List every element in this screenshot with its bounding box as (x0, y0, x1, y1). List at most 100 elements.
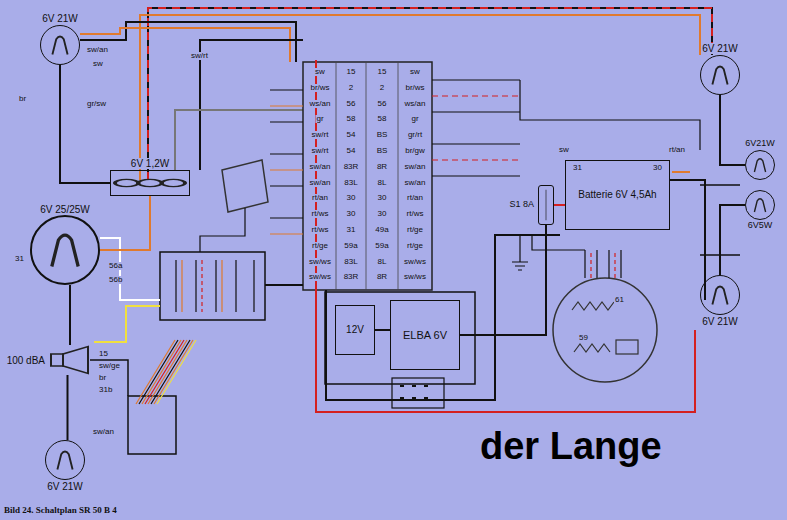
terminal-cell: sw/ws (403, 273, 427, 281)
wire-line (222, 160, 268, 212)
filament (712, 286, 727, 304)
terminal-cell: sw/ws (308, 258, 332, 266)
wire-line (270, 90, 303, 218)
wire-line (572, 302, 614, 310)
wire-label: sw/rt (190, 52, 209, 60)
symbol-strokes (52, 235, 78, 266)
wire-line (182, 260, 222, 312)
horn-body (51, 354, 63, 366)
horn-bell (63, 347, 88, 374)
component-box: 12V (335, 305, 375, 355)
terminal-cell: 8R (376, 163, 388, 171)
component-label: 6V 1,2W (130, 158, 170, 169)
symbol-drawing (32, 217, 98, 283)
wire-label: sw (92, 60, 104, 68)
terminal-cell: 8L (377, 258, 388, 266)
terminal-cell: 15 (346, 68, 357, 76)
filament (57, 451, 72, 469)
terminal-cell: 31 (346, 226, 357, 234)
wire-label: sw/an (92, 428, 115, 436)
filament (52, 235, 78, 266)
wire-line (670, 180, 705, 300)
wire-label: br (98, 374, 107, 382)
terminal-cell: rt/an (406, 194, 424, 202)
wire-line (90, 360, 128, 396)
wire-line (201, 260, 202, 312)
component-label: 6V 21W (701, 43, 739, 54)
wire-label: sw/ge (98, 362, 121, 370)
terminal-cell: 54 (346, 131, 357, 139)
lamp-symbol: 6V5W (745, 190, 775, 220)
symbol-drawing (111, 171, 189, 195)
horn-symbol: 100 dBA (50, 345, 90, 375)
lamp-symbol: 6V 21W (40, 25, 80, 65)
figure-caption: Bild 24. Schaltplan SR 50 B 4 (4, 505, 117, 515)
terminal-cell: gr/rt (407, 131, 423, 139)
terminal-cell: ws/an (404, 100, 427, 108)
wire-connector (60, 65, 110, 183)
wire-label: sw/an (86, 46, 109, 54)
terminal-cell: 2 (348, 84, 354, 92)
wire-line (672, 171, 690, 173)
wire-line (316, 60, 695, 412)
symbol-strokes (754, 159, 765, 172)
symbol-drawing (746, 151, 774, 179)
component-label: 6V 21W (46, 481, 84, 492)
component-label: 6V 21W (701, 316, 739, 327)
component-label: 6V21W (744, 139, 776, 149)
wire-line (591, 250, 615, 278)
wire-group (80, 8, 740, 454)
terminal-cell: 54 (346, 147, 357, 155)
wire-connector (720, 95, 745, 165)
terminal-cell: 30 (377, 210, 388, 218)
terminal-cell: br/ws (309, 84, 330, 92)
wire-label: sw (558, 146, 570, 154)
terminal-cell: sw/an (309, 163, 332, 171)
terminal-cell: ws/an (309, 100, 332, 108)
wire-connector (375, 329, 390, 331)
bulb-symbol (115, 179, 138, 186)
terminal-cell: 2 (379, 84, 385, 92)
lamp-symbol: 6V 21W (700, 275, 740, 315)
component-label: S1 8A (508, 200, 535, 210)
wire-line (200, 40, 303, 170)
terminal-cell: 30 (377, 194, 388, 202)
filament (52, 36, 67, 54)
filament (712, 66, 727, 84)
component-housing (392, 378, 444, 408)
wire-connector (554, 204, 565, 206)
component-label: ELBA 6V (402, 329, 448, 342)
wire-line (148, 8, 712, 180)
symbol-strokes (51, 347, 88, 374)
wire-label: 30 (652, 164, 663, 172)
fuse-symbol: S1 8A (538, 185, 554, 225)
wire-line (175, 110, 303, 170)
symbol-strokes (712, 66, 727, 84)
fuse-wire (546, 190, 547, 220)
component-housing (128, 396, 176, 454)
wire-line (200, 208, 245, 252)
terminal-cell: 58 (346, 115, 357, 123)
terminal-cell: rt/ws (406, 210, 425, 218)
wire-label: rt/an (668, 146, 686, 154)
component-housing (325, 292, 475, 384)
wire-line (80, 22, 296, 62)
terminal-cell: rt/an (311, 194, 329, 202)
terminal-cell: 30 (346, 194, 357, 202)
terminal-cell: 83R (343, 163, 360, 171)
terminal-cell: rt/ws (311, 210, 330, 218)
wire-label: br (18, 95, 27, 103)
terminal-cell: 59a (374, 242, 389, 250)
wire-connector (67, 375, 69, 440)
terminal-cell: 83L (343, 258, 358, 266)
bulb-symbol (138, 179, 161, 186)
wire-line (80, 28, 290, 62)
terminal-cell: rt/ws (311, 226, 330, 234)
wire-line (140, 15, 700, 180)
symbol-drawing (701, 276, 739, 314)
symbol-drawing (701, 56, 739, 94)
wire-label: 15 (98, 350, 109, 358)
wire-line (145, 340, 184, 404)
terminal-cell: sw/rt (311, 147, 330, 155)
